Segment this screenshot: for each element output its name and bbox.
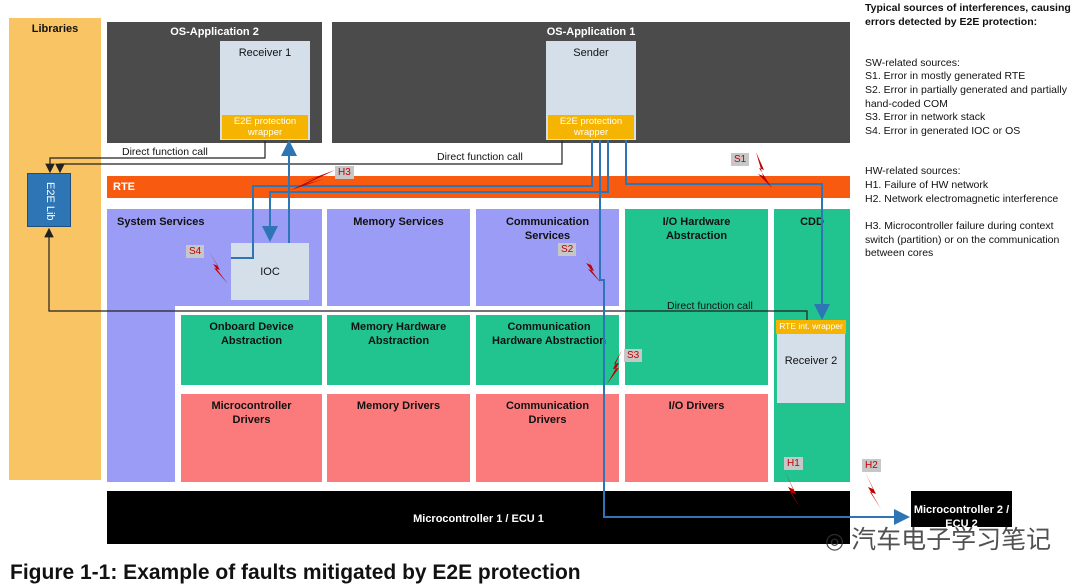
microcontroller-drivers-label: Microcontroller Drivers [211, 400, 292, 426]
fault-s4: S4 [186, 245, 205, 258]
lightning-h2-icon [865, 472, 881, 509]
fault-h2: H2 [862, 459, 881, 472]
memory-hardware-abstraction-label: Memory Hardware Abstraction [350, 321, 447, 347]
legend-sw-item-4: S4. Error in generated IOC or OS [865, 125, 1021, 137]
legend-hw-title: HW-related sources: [865, 165, 961, 177]
lightning-s2-icon [583, 248, 601, 283]
system-services-label: System Services [117, 216, 205, 228]
io-drivers-label: I/O Drivers [668, 400, 725, 412]
io-drivers: I/O Drivers [625, 394, 768, 482]
direct-call-label-1: Direct function call [122, 146, 208, 158]
microcontroller-2-ecu-2: Microcontroller 2 / ECU 2 [911, 491, 1012, 530]
fault-h3: H3 [335, 166, 354, 179]
memory-drivers: Memory Drivers [327, 394, 470, 482]
onboard-device-abstraction-label: Onboard Device Abstraction [209, 321, 294, 347]
direct-call-line-receiver1 [45, 141, 266, 174]
direct-call-label-2: Direct function call [437, 151, 523, 163]
rte-label: RTE [113, 181, 135, 193]
os-application-1-title: OS-Application 1 [546, 26, 636, 38]
fault-s2: S2 [558, 243, 577, 256]
lightning-s3-icon [607, 350, 622, 384]
communication-drivers-label: Communication Drivers [505, 400, 590, 426]
ioc: IOC [231, 243, 309, 300]
receiver-2: Receiver 2 [777, 334, 845, 403]
legend-hw-item-2: H2. Network electromagnetic interference [865, 193, 1059, 205]
direct-call-line-receiver2 [44, 227, 808, 320]
e2e-protection-wrapper-receiver-1: E2E protection wrapper [222, 115, 308, 139]
flow-sender-to-ioc-to-receiver1 [231, 140, 593, 259]
lightning-s1-icon [756, 152, 772, 188]
watermark: ◎ 汽车电子学习笔记 [825, 520, 1051, 556]
communication-drivers: Communication Drivers [476, 394, 619, 482]
rte-int-wrapper: RTE int. wrapper [776, 320, 846, 334]
memory-services-label: Memory Services [353, 216, 444, 228]
cdd-label: CDD [800, 216, 824, 228]
communication-services: Communication Services [476, 209, 619, 306]
fault-h1: H1 [784, 457, 803, 470]
libraries-block: Libraries [9, 18, 101, 480]
receiver-2-label: Receiver 2 [784, 355, 838, 367]
figure-caption: Figure 1-1: Example of faults mitigated … [10, 561, 581, 584]
legend-sw-title: SW-related sources: [865, 57, 960, 69]
direct-call-label-3: Direct function call [667, 300, 753, 312]
legend-heading: Typical sources of interferences, causin… [865, 2, 1071, 28]
e2e-lib: E2E Lib [27, 173, 71, 227]
watermark-text: 汽车电子学习笔记 [851, 526, 1052, 554]
flow-sender-to-ioc-down [262, 140, 609, 242]
e2e-lib-label: E2E Lib [44, 181, 56, 221]
receiver-1-label: Receiver 1 [238, 47, 292, 59]
io-hardware-abstraction: I/O Hardware Abstraction [625, 209, 768, 385]
libraries-label: Libraries [31, 23, 79, 35]
legend-hw-item-3: H3. Microcontroller failure during conte… [865, 220, 1060, 259]
communication-services-label: Communication Services [505, 216, 590, 242]
microcontroller-2-label: Microcontroller 2 / ECU 2 [913, 504, 1010, 530]
sender-label: Sender [573, 47, 609, 59]
communication-hardware-abstraction: Communication Hardware Abstraction [476, 315, 619, 385]
legend-sw-item-2: S2. Error in partially generated and par… [865, 84, 1067, 110]
communication-hardware-abstraction-label: Communication Hardware Abstraction [492, 321, 606, 347]
flow-sender-to-receiver2 [625, 140, 830, 320]
system-services-column [107, 306, 175, 482]
ioc-label: IOC [260, 266, 280, 278]
lightning-h1-icon [785, 472, 801, 509]
fault-s3: S3 [624, 349, 643, 362]
fault-s1: S1 [731, 153, 750, 166]
direct-call-line-sender [55, 141, 563, 174]
onboard-device-abstraction: Onboard Device Abstraction [181, 315, 322, 385]
io-hardware-abstraction-label: I/O Hardware Abstraction [662, 216, 731, 242]
lightning-h3-icon [291, 170, 335, 190]
os-application-2-title: OS-Application 2 [170, 26, 259, 38]
flow-sender-to-mcu2 [599, 140, 910, 525]
memory-services: Memory Services [327, 209, 470, 306]
microcontroller-1-label: Microcontroller 1 / ECU 1 [413, 513, 544, 525]
wechat-icon: ◎ [825, 528, 845, 553]
lightning-s4-icon [208, 250, 228, 284]
e2e-protection-wrapper-sender: E2E protection wrapper [548, 115, 634, 139]
microcontroller-drivers: Microcontroller Drivers [181, 394, 322, 482]
memory-hardware-abstraction: Memory Hardware Abstraction [327, 315, 470, 385]
legend-sw-item-3: S3. Error in network stack [865, 111, 986, 123]
memory-drivers-label: Memory Drivers [356, 400, 441, 412]
legend-hw-item-1: H1. Failure of HW network [865, 179, 989, 191]
legend-sw-item-1: S1. Error in mostly generated RTE [865, 70, 1026, 82]
